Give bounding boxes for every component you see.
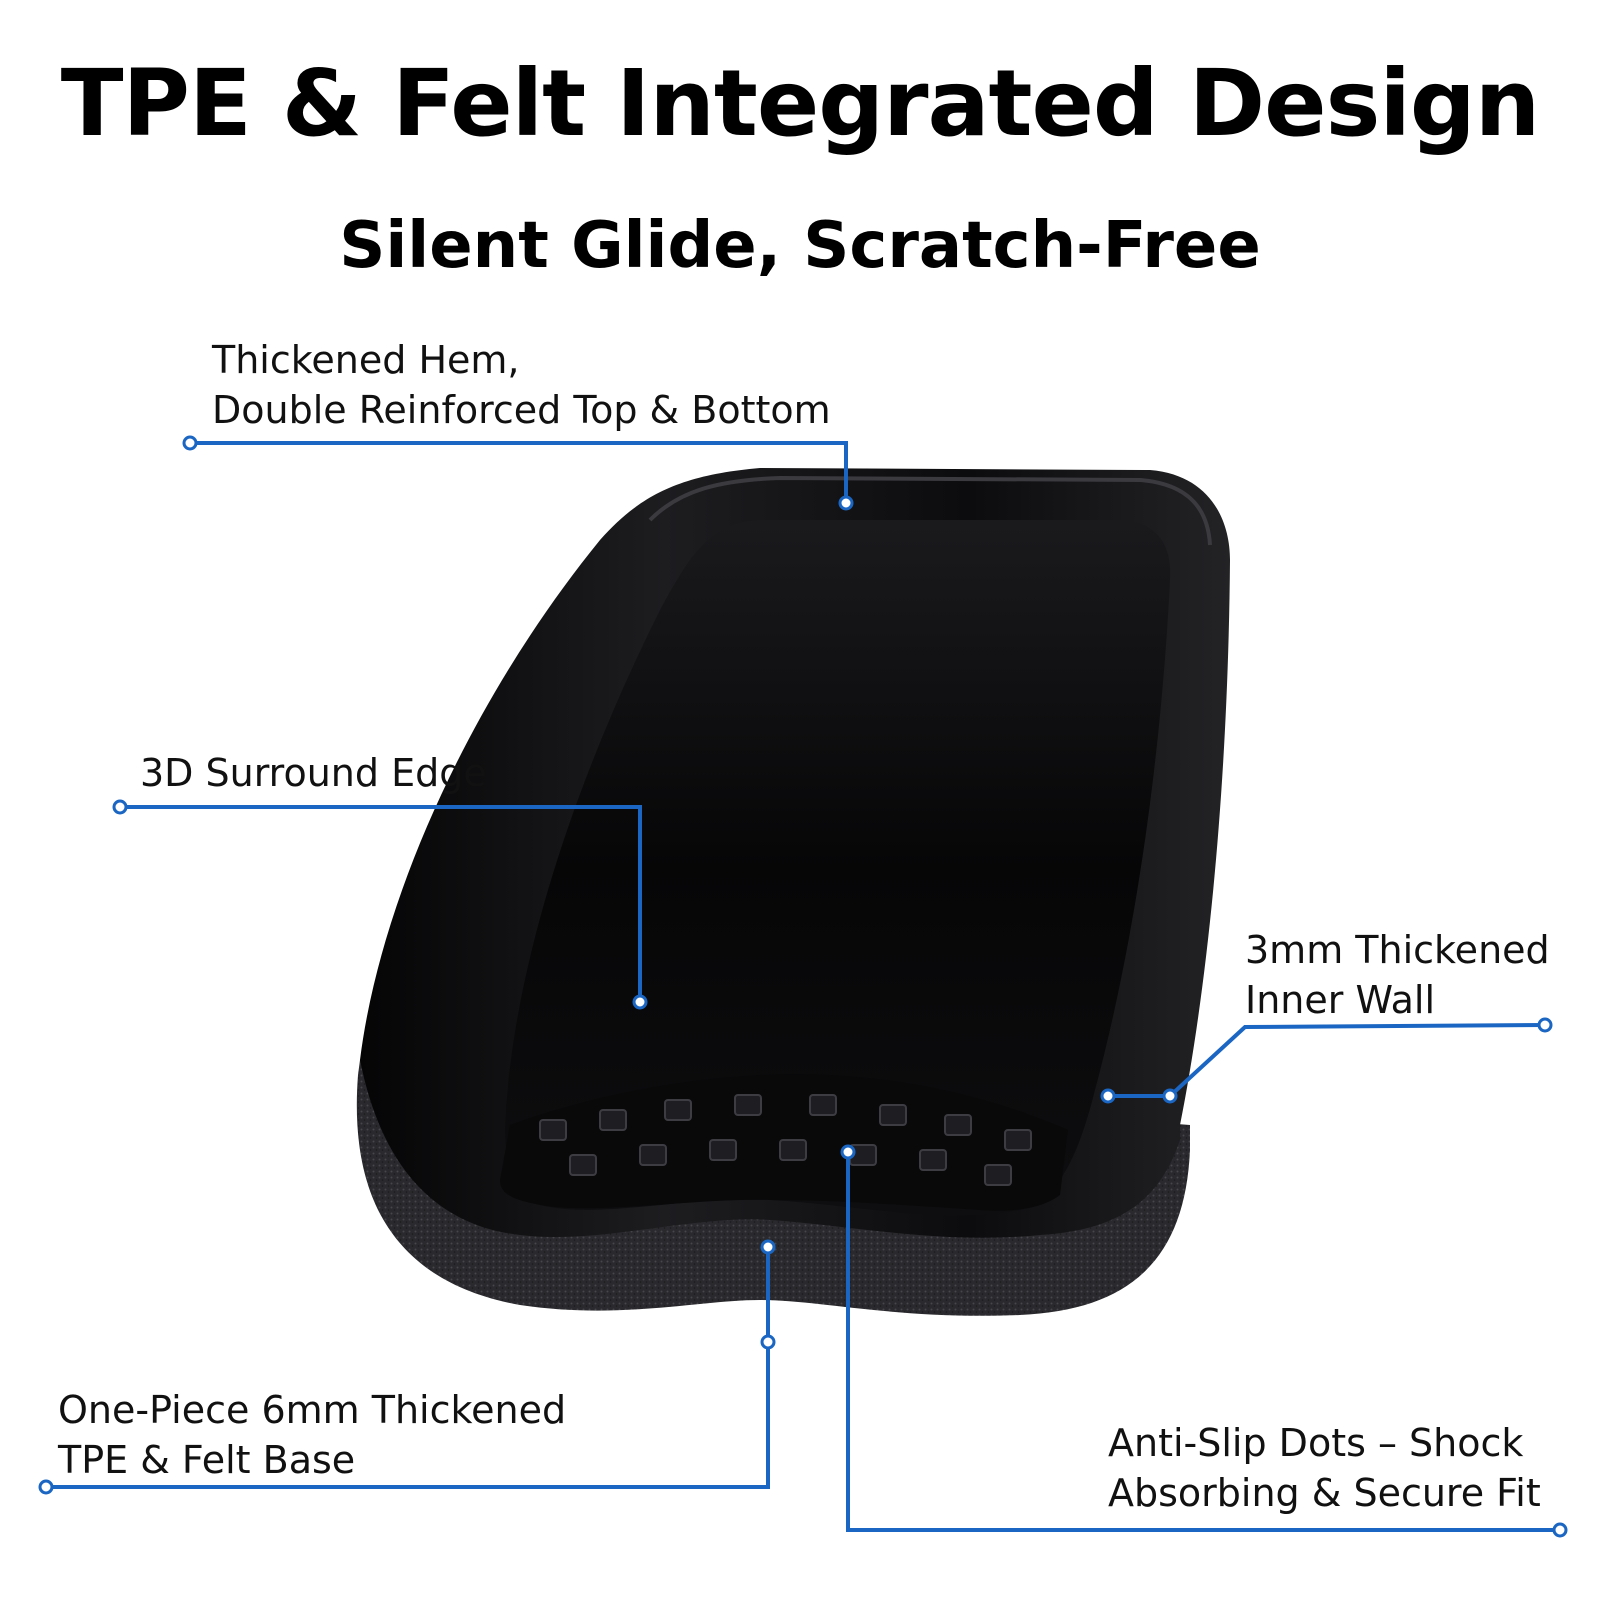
callout-base-line2: TPE & Felt Base bbox=[58, 1438, 356, 1482]
callout-hem-line1: Thickened Hem, bbox=[212, 338, 520, 382]
callout-base-line1: One-Piece 6mm Thickened bbox=[58, 1388, 567, 1432]
inner-cavity bbox=[505, 520, 1171, 1216]
callout-dots-line2: Absorbing & Secure Fit bbox=[1108, 1471, 1541, 1515]
callout-edge-line1: 3D Surround Edge bbox=[140, 751, 487, 795]
callout-anti-slip-dots: Anti-Slip Dots – Shock Absorbing & Secur… bbox=[1108, 1418, 1541, 1518]
leader-endpoints bbox=[38, 435, 1568, 1538]
callout-dots-line1: Anti-Slip Dots – Shock bbox=[1108, 1421, 1524, 1465]
callout-wall-line1: 3mm Thickened bbox=[1245, 928, 1550, 972]
leader-lines bbox=[46, 441, 1560, 1532]
callout-hem: Thickened Hem, Double Reinforced Top & B… bbox=[212, 335, 831, 435]
page-title: TPE & Felt Integrated Design bbox=[60, 50, 1540, 157]
callout-edge: 3D Surround Edge bbox=[140, 748, 487, 798]
callout-wall-line2: Inner Wall bbox=[1245, 978, 1435, 1022]
anti-slip-dots bbox=[539, 1094, 1032, 1186]
callout-inner-wall: 3mm Thickened Inner Wall bbox=[1245, 925, 1550, 1025]
callout-hem-line2: Double Reinforced Top & Bottom bbox=[212, 388, 831, 432]
callout-base: One-Piece 6mm Thickened TPE & Felt Base bbox=[58, 1385, 566, 1485]
rim-highlight bbox=[648, 475, 1212, 546]
page-subtitle: Silent Glide, Scratch-Free bbox=[339, 209, 1261, 283]
